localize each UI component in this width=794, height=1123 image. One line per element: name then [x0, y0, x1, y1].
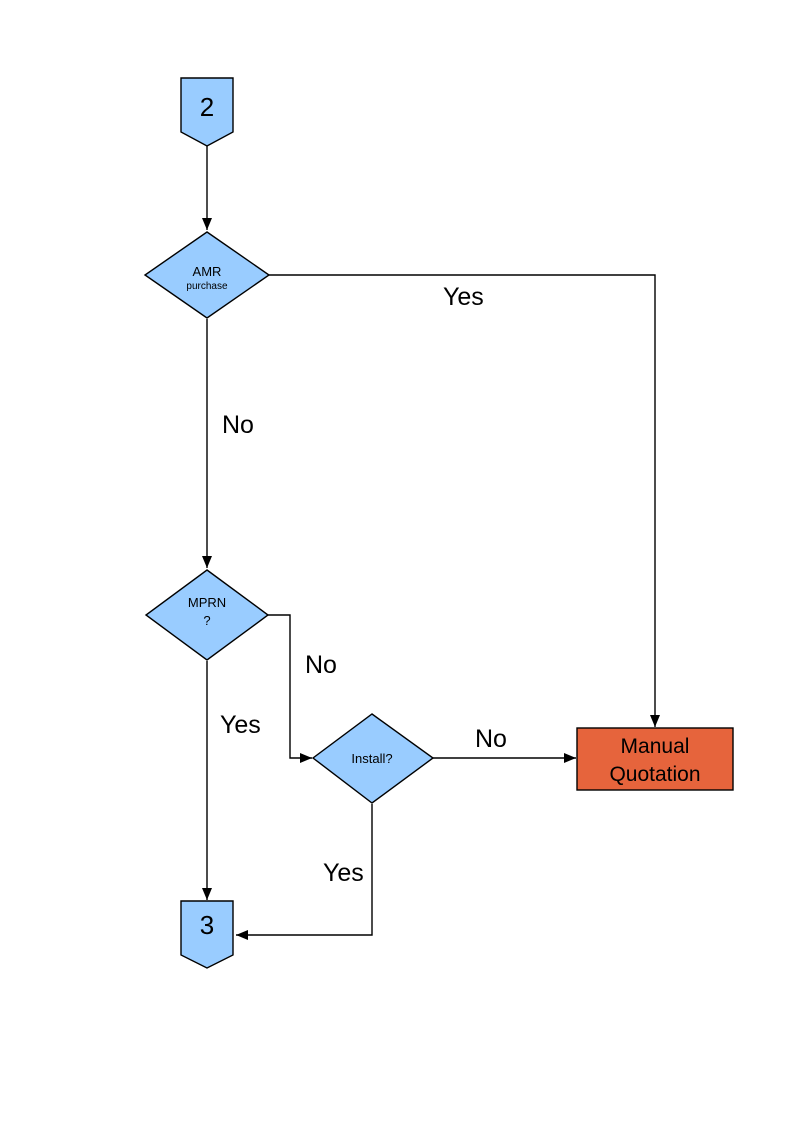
edge-install-yes-to-connector3 [236, 804, 373, 940]
label-mprn-yes: Yes [220, 711, 261, 739]
mprn-question-mark: ? [203, 613, 210, 628]
mprn-title: MPRN [188, 595, 226, 610]
label-mprn-no: No [305, 651, 337, 679]
offpage-connector-3 [180, 900, 234, 969]
manual-quotation-line2: Quotation [609, 763, 700, 786]
edge-mprn-no-to-install [268, 614, 312, 763]
decision-install [311, 713, 435, 804]
label-install-yes: Yes [323, 859, 364, 887]
edge-amr-yes-to-manual [269, 274, 660, 727]
decision-mprn [144, 569, 270, 661]
label-amr-yes: Yes [443, 283, 484, 311]
label-amr-no: No [222, 411, 254, 439]
install-label: Install? [351, 751, 392, 766]
offpage-connector-2 [180, 77, 234, 147]
process-manual-quotation [576, 727, 734, 791]
amr-title: AMR [193, 264, 222, 279]
connector-2-label: 2 [200, 92, 214, 122]
label-install-no: No [475, 725, 507, 753]
connector-3-label: 3 [200, 910, 214, 940]
amr-subtitle: purchase [186, 281, 228, 292]
decision-amr-purchase [143, 231, 271, 319]
manual-quotation-line1: Manual [621, 735, 690, 758]
